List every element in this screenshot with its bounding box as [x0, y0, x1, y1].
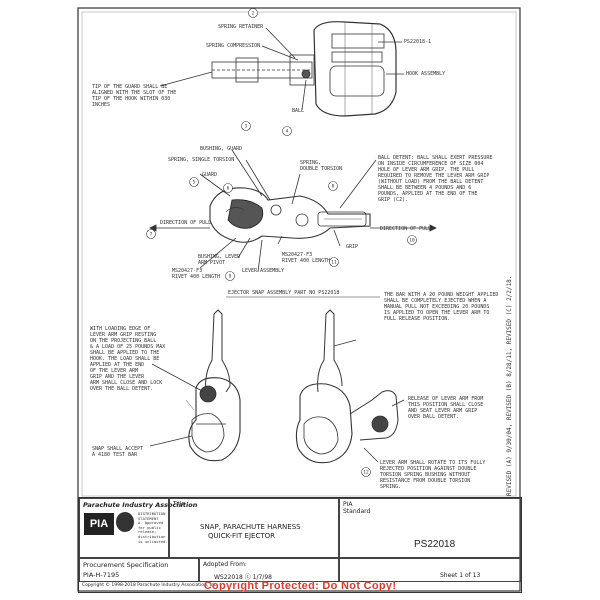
label-guard: GUARD [202, 172, 218, 178]
label-guard-note: TIP OF THE GUARD SHALL BE ALIGNED WITH T… [92, 84, 177, 108]
callout-label: 2 [252, 11, 255, 17]
standard-label: PIA [343, 501, 353, 508]
callout-label: 12 [363, 470, 369, 476]
org-name: Parachute Industry Association [83, 501, 198, 509]
copyright-small: Copyright © 1998-2018 Parachute Industry… [82, 583, 218, 588]
label-direction-of-pull-right: DIRECTION OF PULL [380, 226, 432, 232]
org-cell: Parachute Industry Association PIA DISTR… [79, 498, 197, 558]
label-ball-detent-note: BALL DETENT: BALL SHALL EXERT PRESSURE O… [378, 155, 493, 203]
spec-number: PIA-H-7195 [83, 571, 120, 579]
standard-cell: PIA Standard PS22018 [339, 498, 521, 558]
adopted-value: WS22018 ⓒ 1/7/98 [214, 574, 272, 581]
sheet-number: Sheet 1 of 13 [440, 572, 481, 579]
label-spring-single-torsion: SPRING, SINGLE TORSION [168, 157, 235, 163]
adopted-label: Adopted From: [203, 561, 247, 568]
pia-logo: PIA [84, 513, 114, 535]
label-lever-arm-note: LEVER ARM SHALL ROTATE TO ITS FULLY REJE… [380, 460, 486, 490]
callout-label: 11 [331, 260, 337, 266]
label-part-number: PS22018-1 [404, 39, 432, 45]
label-lever-assembly: LEVER ASSEMBLY [242, 268, 285, 274]
section-title-ejector: EJECTOR SNAP ASSEMBLY PART NO PS22018 [228, 290, 340, 296]
callout-label: 5 [193, 180, 196, 186]
callout-label: 7 [150, 232, 153, 238]
label-bushing-guard: BUSHING, GUARD [200, 146, 243, 152]
hook-assembly-drawing [159, 21, 404, 117]
copyright-watermark: Copyright Protected: Do Not Copy! [203, 580, 397, 592]
procurement-cell: Procurement Specification PIA-H-7195 [79, 558, 199, 582]
label-release-note: RELEASE OF LEVER ARM FROM THIS POSITION … [408, 396, 484, 420]
title-line-1: SNAP, PARACHUTE HARNESS [200, 523, 301, 531]
lever-assembly-drawing [149, 149, 437, 273]
callout-label: 10 [409, 238, 415, 244]
adopted-cell: Adopted From: WS22018 ⓒ 1/7/98 [199, 558, 339, 582]
procurement-label: Procurement Specification [83, 561, 169, 569]
label-spring-double-torsion: SPRING, DOUBLE TORSION [300, 160, 343, 172]
label-bar-note: THE BAR WITH A 20 POUND WEIGHT APPLIED S… [384, 292, 499, 322]
label-hook-assembly: HOOK ASSEMBLY [406, 71, 446, 77]
callout-label: 9 [229, 274, 232, 280]
document-number: PS22018 [414, 539, 456, 550]
label-direction-of-pull-left: DIRECTION OF PULL [160, 220, 212, 226]
title-cell: Title SNAP, PARACHUTE HARNESS QUICK-FIT … [169, 498, 339, 558]
label-spring-retainer: SPRING RETAINER [218, 24, 264, 30]
label-rivet-lower: MS20427-F3 RIVET 400 LENGTH [172, 268, 221, 280]
label-grip: GRIP [346, 244, 359, 250]
label-rivet-upper: MS20427-F3 RIVET 400 LENGTH [282, 252, 331, 264]
label-bushing-lever: BUSHING, LEVER ARM PIVOT [198, 254, 241, 266]
title-block: Parachute Industry Association PIA DISTR… [78, 497, 522, 593]
title-label: Title [173, 501, 185, 507]
label-snap-note: SNAP SHALL ACCEPT A 4180 TEST BAR [92, 446, 144, 458]
callout-label: 6 [227, 186, 230, 192]
callout-markers [146, 8, 417, 477]
distribution-statement: DISTRIBUTION STATEMENT A. Approved for p… [138, 511, 168, 544]
label-spring-compression: SPRING COMPRESSION [206, 43, 261, 49]
standard-label-2: Standard [343, 508, 371, 515]
sheet-cell: Sheet 1 of 13 [339, 558, 521, 582]
revision-note: REVISED (A) 9/30/04, REVISED (B) 8/28/11… [506, 275, 513, 496]
callout-label: 4 [286, 129, 289, 135]
label-ball: BALL [292, 108, 305, 114]
callout-label: 3 [245, 124, 248, 130]
title-line-2: QUICK-FIT EJECTOR [208, 532, 276, 540]
parachutist-seal-icon [116, 512, 134, 532]
label-loading-note: WITH LOADING EDGE OF LEVER ARM GRIP REST… [90, 326, 166, 392]
snap-open-drawing [295, 309, 405, 464]
callout-label: 8 [332, 184, 335, 190]
snap-closed-drawing [149, 309, 241, 462]
